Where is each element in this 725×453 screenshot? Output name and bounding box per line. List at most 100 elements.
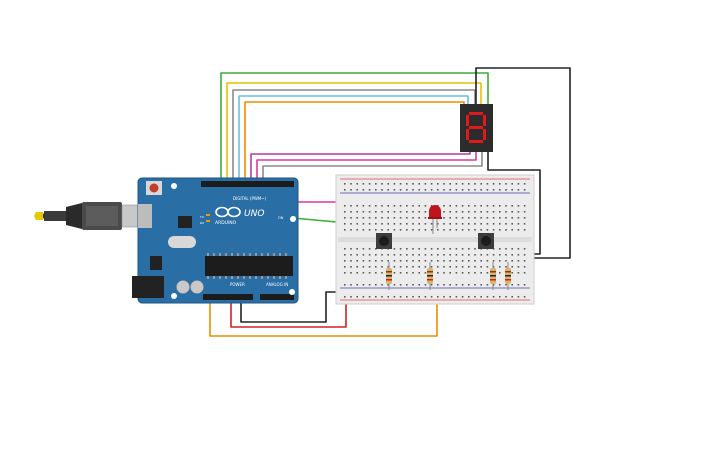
breadboard-hole[interactable] xyxy=(480,223,482,225)
breadboard-hole[interactable] xyxy=(517,223,520,225)
digital-header[interactable] xyxy=(201,181,294,187)
breadboard-hole[interactable] xyxy=(449,205,451,207)
breadboard-hole[interactable] xyxy=(375,189,377,191)
wire-orange-top[interactable] xyxy=(244,101,465,186)
breadboard-hole[interactable] xyxy=(430,205,433,207)
breadboard-hole[interactable] xyxy=(368,189,371,191)
breadboard-hole[interactable] xyxy=(492,260,495,262)
breadboard-hole[interactable] xyxy=(523,183,526,185)
breadboard-hole[interactable] xyxy=(505,189,507,191)
breadboard-hole[interactable] xyxy=(474,223,476,225)
breadboard-hole[interactable] xyxy=(437,260,439,262)
wire-gray-lower[interactable] xyxy=(262,150,483,186)
breadboard-hole[interactable] xyxy=(356,229,358,231)
breadboard-hole[interactable] xyxy=(350,254,352,256)
breadboard-hole[interactable] xyxy=(350,189,352,191)
breadboard-hole[interactable] xyxy=(449,248,451,250)
breadboard-hole[interactable] xyxy=(418,284,420,286)
breadboard-hole[interactable] xyxy=(492,205,495,207)
breadboard-hole[interactable] xyxy=(344,229,346,231)
breadboard-hole[interactable] xyxy=(499,272,501,274)
breadboard-hole[interactable] xyxy=(505,211,507,213)
breadboard-hole[interactable] xyxy=(449,296,451,298)
breadboard-hole[interactable] xyxy=(424,248,427,250)
breadboard-hole[interactable] xyxy=(499,223,501,225)
breadboard-hole[interactable] xyxy=(393,266,396,268)
breadboard-hole[interactable] xyxy=(356,266,358,268)
breadboard-hole[interactable] xyxy=(468,223,470,225)
breadboard-hole[interactable] xyxy=(517,248,520,250)
breadboard-hole[interactable] xyxy=(499,183,501,185)
breadboard-hole[interactable] xyxy=(505,217,507,219)
wire-gray-top[interactable] xyxy=(232,89,476,186)
breadboard-hole[interactable] xyxy=(449,183,451,185)
breadboard-hole[interactable] xyxy=(492,217,495,219)
breadboard-hole[interactable] xyxy=(381,266,383,268)
breadboard-hole[interactable] xyxy=(424,205,427,207)
breadboard-hole[interactable] xyxy=(375,205,377,207)
breadboard-hole[interactable] xyxy=(375,266,377,268)
breadboard-hole[interactable] xyxy=(412,217,414,219)
breadboard-hole[interactable] xyxy=(511,211,513,213)
breadboard-hole[interactable] xyxy=(418,205,420,207)
breadboard-hole[interactable] xyxy=(499,248,501,250)
breadboard-hole[interactable] xyxy=(468,254,470,256)
breadboard-hole[interactable] xyxy=(375,284,377,286)
breadboard-hole[interactable] xyxy=(362,272,365,274)
breadboard-hole[interactable] xyxy=(511,266,513,268)
breadboard-hole[interactable] xyxy=(511,254,513,256)
breadboard-hole[interactable] xyxy=(406,205,408,207)
breadboard-hole[interactable] xyxy=(412,189,414,191)
breadboard-hole[interactable] xyxy=(356,183,358,185)
wire-yellow-top[interactable] xyxy=(226,82,482,186)
breadboard-hole[interactable] xyxy=(356,284,358,286)
breadboard-hole[interactable] xyxy=(499,254,501,256)
breadboard-hole[interactable] xyxy=(517,183,520,185)
breadboard-hole[interactable] xyxy=(406,266,408,268)
breadboard-hole[interactable] xyxy=(356,211,358,213)
breadboard-hole[interactable] xyxy=(399,183,402,185)
breadboard-hole[interactable] xyxy=(517,189,520,191)
breadboard-hole[interactable] xyxy=(499,217,501,219)
breadboard-hole[interactable] xyxy=(406,189,408,191)
breadboard-hole[interactable] xyxy=(412,254,414,256)
breadboard-hole[interactable] xyxy=(449,211,451,213)
breadboard-hole[interactable] xyxy=(492,189,495,191)
breadboard-hole[interactable] xyxy=(455,205,458,207)
breadboard-hole[interactable] xyxy=(356,254,358,256)
breadboard-hole[interactable] xyxy=(430,189,433,191)
breadboard-hole[interactable] xyxy=(362,217,365,219)
breadboard-hole[interactable] xyxy=(437,248,439,250)
wire-green-top[interactable] xyxy=(220,72,489,186)
breadboard-hole[interactable] xyxy=(523,217,526,219)
breadboard-hole[interactable] xyxy=(468,217,470,219)
breadboard-hole[interactable] xyxy=(499,211,501,213)
breadboard-hole[interactable] xyxy=(368,183,371,185)
breadboard-hole[interactable] xyxy=(412,248,414,250)
pushbutton-icon[interactable] xyxy=(478,233,494,249)
breadboard-hole[interactable] xyxy=(344,223,346,225)
breadboard-hole[interactable] xyxy=(443,296,445,298)
breadboard-hole[interactable] xyxy=(492,296,495,298)
breadboard-hole[interactable] xyxy=(523,296,526,298)
breadboard-hole[interactable] xyxy=(474,183,476,185)
breadboard-hole[interactable] xyxy=(468,205,470,207)
breadboard-hole[interactable] xyxy=(412,272,414,274)
breadboard-hole[interactable] xyxy=(356,189,358,191)
breadboard-hole[interactable] xyxy=(492,223,495,225)
breadboard-hole[interactable] xyxy=(499,266,501,268)
breadboard-hole[interactable] xyxy=(381,183,383,185)
breadboard-hole[interactable] xyxy=(350,217,352,219)
breadboard-hole[interactable] xyxy=(368,205,371,207)
breadboard-hole[interactable] xyxy=(399,260,402,262)
breadboard-hole[interactable] xyxy=(381,284,383,286)
breadboard-hole[interactable] xyxy=(523,248,526,250)
led-icon[interactable] xyxy=(428,205,442,234)
breadboard-hole[interactable] xyxy=(424,217,427,219)
breadboard-hole[interactable] xyxy=(443,248,445,250)
breadboard-hole[interactable] xyxy=(461,260,464,262)
arduino-board[interactable]: UNO ARDUINO DIGITAL (PWM~) POWER ANALOG … xyxy=(132,177,299,304)
breadboard-hole[interactable] xyxy=(505,260,507,262)
breadboard-hole[interactable] xyxy=(443,183,445,185)
breadboard-hole[interactable] xyxy=(461,211,464,213)
